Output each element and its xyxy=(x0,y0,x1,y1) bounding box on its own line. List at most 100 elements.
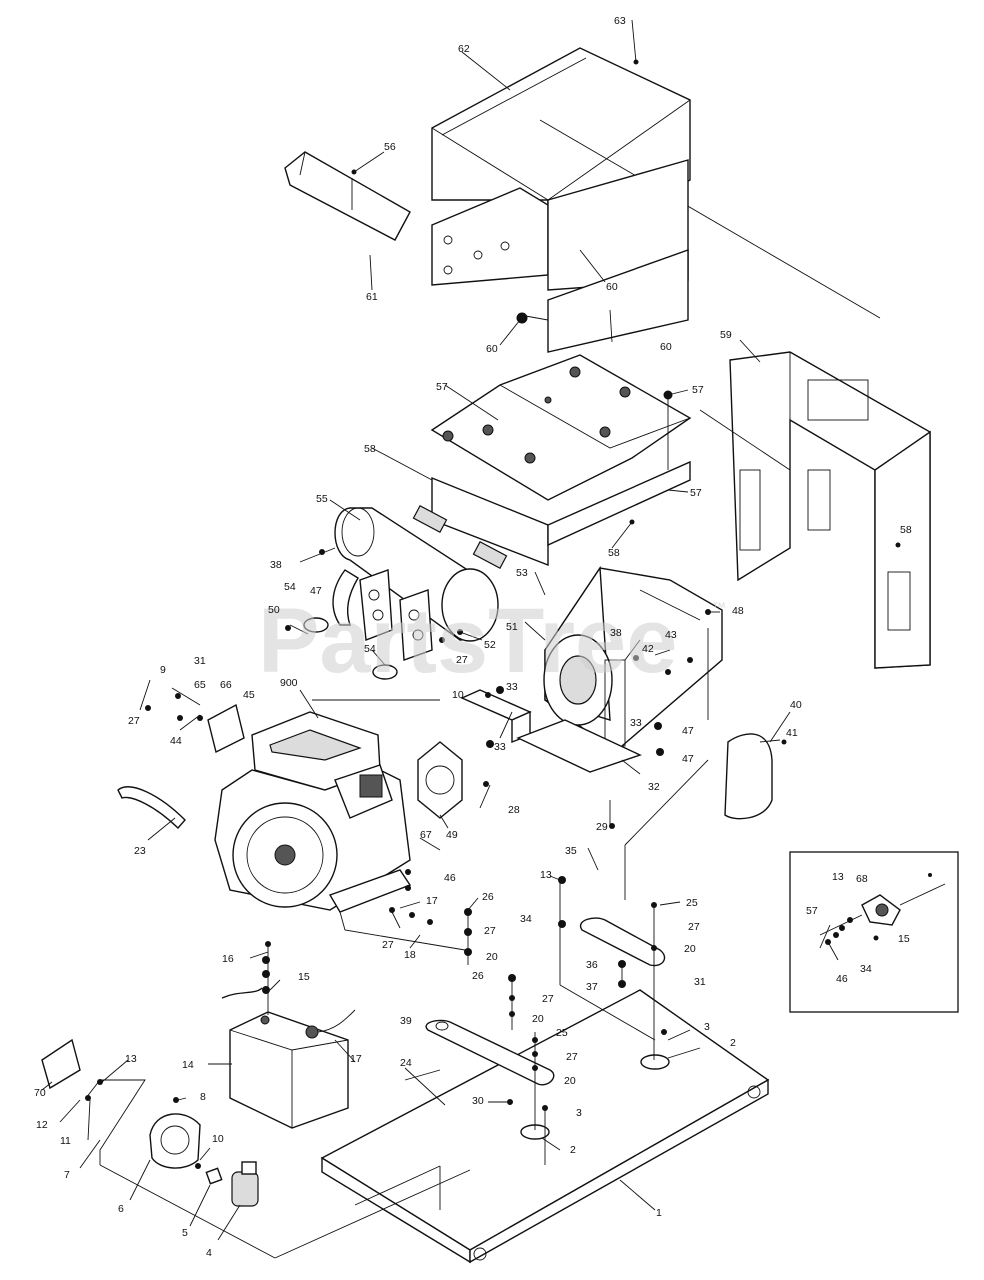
part-label: 30 xyxy=(472,1095,484,1107)
part-label: 3 xyxy=(704,1021,710,1033)
part-label: 61 xyxy=(366,291,378,303)
engine-mount-rail xyxy=(425,1019,555,1086)
hardware-dots xyxy=(85,59,901,1169)
part-label: 31 xyxy=(194,655,206,667)
part-label: 29 xyxy=(596,821,608,833)
part-label: 50 xyxy=(268,604,280,616)
part-label: 65 xyxy=(194,679,206,691)
part-label: 26 xyxy=(482,891,494,903)
part-label: 4 xyxy=(206,1247,212,1259)
part-label: 52 xyxy=(484,639,496,651)
part-label: 34 xyxy=(860,963,872,975)
part-labels: 63 62 56 61 60 60 60 59 57 57 57 58 58 5… xyxy=(34,15,912,1259)
part-label: 60 xyxy=(660,341,672,353)
part-label: 2 xyxy=(730,1037,736,1049)
vibration-mounts xyxy=(520,1054,670,1140)
part-label: 11 xyxy=(60,1135,71,1147)
part-label: 900 xyxy=(280,677,298,689)
part-label: 9 xyxy=(160,664,166,676)
part-label: 36 xyxy=(586,959,598,971)
part-label: 18 xyxy=(404,949,416,961)
part-label: 54 xyxy=(364,643,376,655)
part-label: 27 xyxy=(456,654,468,666)
part-label: 17 xyxy=(426,895,438,907)
part-label: 13 xyxy=(540,869,552,881)
part-label: 24 xyxy=(400,1057,412,1069)
part-label: 51 xyxy=(506,621,518,633)
part-label: 55 xyxy=(316,493,328,505)
part-label: 3 xyxy=(576,1107,582,1119)
part-label: 62 xyxy=(458,43,470,55)
side-cover xyxy=(724,733,773,820)
part-label: 20 xyxy=(684,943,696,955)
base-plate xyxy=(516,719,642,773)
part-label: 60 xyxy=(486,343,498,355)
part-label: 46 xyxy=(444,872,456,884)
part-label: 6 xyxy=(118,1203,124,1215)
side-panels-60 xyxy=(519,159,689,353)
muffler xyxy=(303,504,508,680)
engine xyxy=(214,711,466,951)
part-label: 23 xyxy=(134,845,146,857)
decal xyxy=(41,1038,81,1090)
part-label: 45 xyxy=(243,689,255,701)
inset-detail xyxy=(789,851,959,1013)
rear-panel xyxy=(431,187,549,286)
part-label: 43 xyxy=(665,629,677,641)
part-label: 27 xyxy=(542,993,554,1005)
part-label: 20 xyxy=(486,951,498,963)
part-label: 47 xyxy=(310,585,322,597)
fuel-regulator xyxy=(149,1113,201,1169)
adapter-plate xyxy=(417,741,463,819)
baffle-assembly xyxy=(430,354,692,567)
part-label: 34 xyxy=(520,913,532,925)
part-label: 27 xyxy=(688,921,700,933)
part-label: 26 xyxy=(472,970,484,982)
part-label: 54 xyxy=(284,581,296,593)
part-label: 13 xyxy=(125,1053,137,1065)
part-label: 10 xyxy=(212,1133,224,1145)
part-label: 27 xyxy=(382,939,394,951)
part-label: 32 xyxy=(648,781,660,793)
part-label: 41 xyxy=(786,727,798,739)
part-label: 13 xyxy=(832,871,844,883)
part-label: 56 xyxy=(384,141,396,153)
battery xyxy=(221,987,356,1129)
regulator-bracket xyxy=(85,1079,146,1165)
part-label: 70 xyxy=(34,1087,46,1099)
part-label: 27 xyxy=(128,715,140,727)
part-label: 58 xyxy=(364,443,376,455)
part-label: 25 xyxy=(686,897,698,909)
part-label: 57 xyxy=(436,381,448,393)
part-label: 31 xyxy=(694,976,706,988)
part-label: 42 xyxy=(642,643,654,655)
part-label: 58 xyxy=(900,524,912,536)
part-label: 33 xyxy=(630,717,642,729)
part-label: 14 xyxy=(182,1059,194,1071)
part-label: 20 xyxy=(532,1013,544,1025)
part-label: 12 xyxy=(36,1119,48,1131)
part-label: 8 xyxy=(200,1091,206,1103)
part-label: 20 xyxy=(564,1075,576,1087)
part-label: 1 xyxy=(656,1207,662,1219)
part-label: 16 xyxy=(222,953,234,965)
part-label: 58 xyxy=(608,547,620,559)
part-label: 46 xyxy=(836,973,848,985)
part-label: 5 xyxy=(182,1227,188,1239)
part-label: 35 xyxy=(565,845,577,857)
part-label: 44 xyxy=(170,735,182,747)
part-label: 38 xyxy=(270,559,282,571)
part-label: 57 xyxy=(690,487,702,499)
part-label: 10 xyxy=(452,689,464,701)
part-label: 39 xyxy=(400,1015,412,1027)
leader-lines xyxy=(41,19,791,1259)
part-label: 38 xyxy=(610,627,622,639)
part-label: 15 xyxy=(898,933,910,945)
part-label: 40 xyxy=(790,699,802,711)
part-label: 47 xyxy=(682,753,694,765)
part-label: 57 xyxy=(806,905,818,917)
side-enclosure xyxy=(699,351,931,669)
part-label: 33 xyxy=(494,741,506,753)
part-label: 48 xyxy=(732,605,744,617)
